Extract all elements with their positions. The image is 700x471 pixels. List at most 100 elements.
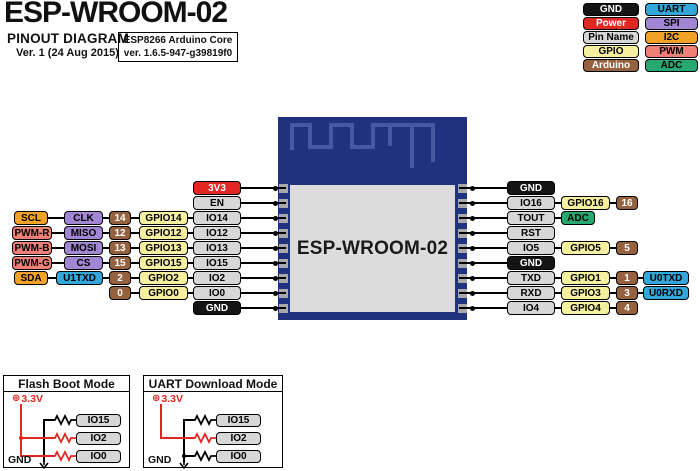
mode-pin-box-io15: IO15: [76, 413, 121, 427]
pin-box-io16: IO16: [507, 196, 555, 210]
pin-box-gnd: GND: [507, 181, 555, 195]
wire-dot: [469, 260, 475, 266]
wire-dot: [272, 245, 278, 251]
page-title: ESP-WROOM-02: [4, 0, 228, 29]
pin-box-gpio14: GPIO14: [139, 211, 188, 225]
wire-dot: [272, 290, 278, 296]
resistor-icon: [51, 414, 77, 426]
pin-box-en: EN: [193, 196, 241, 210]
pin-box-u0rxd: U0RXD: [643, 286, 689, 300]
pin-box-cs: CS: [64, 256, 103, 270]
pin-box-4: 4: [616, 301, 638, 315]
version-label: Ver. 1 (24 Aug 2015): [16, 47, 119, 59]
wire-dot: [469, 290, 475, 296]
pin-box-txd: TXD: [507, 271, 555, 285]
pin-box-clk: CLK: [64, 211, 103, 225]
branch-wire: [183, 455, 194, 457]
pin-box-io13: IO13: [193, 241, 241, 255]
ground-label: GND: [8, 454, 32, 466]
branch-wire: [43, 419, 54, 421]
pin-box-rst: RST: [507, 226, 555, 240]
mode-pin-box-io15: IO15: [216, 413, 261, 427]
pin-box-3v3: 3V3: [193, 181, 241, 195]
wire-dot: [272, 200, 278, 206]
wire-dot: [469, 305, 475, 311]
pin-box-io2: IO2: [193, 271, 241, 285]
wire: [217, 187, 286, 189]
supply-plus-icon: ⊕: [12, 393, 21, 404]
ground-arrow-icon: [179, 459, 189, 470]
core-line-1: ESP8266 Arduino Core: [123, 35, 233, 46]
legend-item-power: Power: [583, 17, 639, 30]
resistor-icon: [51, 450, 77, 462]
wire: [217, 202, 286, 204]
pin-box-12: 12: [109, 226, 131, 240]
legend-item-gnd: GND: [583, 3, 639, 16]
branch-wire: [20, 437, 54, 439]
pin-box-3: 3: [616, 286, 638, 300]
supply-rail: [160, 404, 162, 439]
ground-arrow-icon: [39, 459, 49, 470]
pin-box-sda: SDA: [14, 271, 48, 285]
wire-dot: [469, 230, 475, 236]
wire-dot: [272, 305, 278, 311]
resistor-icon: [191, 432, 217, 444]
diagram-subtitle: PINOUT DIAGRAM: [7, 31, 130, 46]
pin-box-io5: IO5: [507, 241, 555, 255]
pin-box-io15: IO15: [193, 256, 241, 270]
pin-box-scl: SCL: [14, 211, 48, 225]
resistor-icon: [51, 432, 77, 444]
wire: [459, 262, 531, 264]
uart-download-mode-title: UART Download Mode: [144, 376, 282, 392]
wire: [217, 307, 286, 309]
pin-box-gpio4: GPIO4: [561, 301, 610, 315]
arduino-core-box: ESP8266 Arduino Core ver. 1.6.5-947-g398…: [118, 32, 238, 62]
pin-box-pwm-g: PWM-G: [12, 256, 52, 270]
ground-label: GND: [148, 454, 172, 466]
flash-boot-mode-title: Flash Boot Mode: [4, 376, 129, 392]
legend-item-adc: ADC: [645, 59, 698, 72]
pin-box-14: 14: [109, 211, 131, 225]
pin-box-16: 16: [616, 196, 638, 210]
legend-item-spi: SPI: [645, 17, 698, 30]
legend-item-pin: Pin Name: [583, 31, 639, 44]
wire-dot: [469, 215, 475, 221]
pin-box-io0: IO0: [193, 286, 241, 300]
wire-dot: [469, 275, 475, 281]
wire-dot: [469, 245, 475, 251]
wire-dot: [469, 185, 475, 191]
junction-dot: [19, 436, 23, 440]
pin-box-gnd: GND: [507, 256, 555, 270]
pin-box-io4: IO4: [507, 301, 555, 315]
branch-wire: [183, 419, 194, 421]
branch-wire: [20, 455, 54, 457]
chip-label: ESP-WROOM-02: [290, 185, 455, 312]
mode-pin-box-io0: IO0: [76, 449, 121, 463]
antenna-trace: [290, 123, 435, 168]
pin-box-miso: MISO: [64, 226, 103, 240]
pin-box-gpio12: GPIO12: [139, 226, 188, 240]
pin-box-io12: IO12: [193, 226, 241, 240]
pin-box-0: 0: [109, 286, 131, 300]
pin-box-tout: TOUT: [507, 211, 555, 225]
supply-voltage: 3.3V: [21, 393, 43, 405]
pin-box-gpio5: GPIO5: [561, 241, 610, 255]
pin-box-gpio2: GPIO2: [139, 271, 188, 285]
pin-box-5: 5: [616, 241, 638, 255]
chip-module: ESP-WROOM-02: [278, 117, 467, 320]
wire-dot: [272, 260, 278, 266]
supply-voltage: 3.3V: [161, 393, 183, 405]
pin-box-15: 15: [109, 256, 131, 270]
wire-dot: [272, 215, 278, 221]
wire: [459, 187, 531, 189]
resistor-icon: [191, 450, 217, 462]
wire-dot: [469, 200, 475, 206]
pin-box-pwm-r: PWM-R: [12, 226, 52, 240]
supply-label: ⊕3.3V: [152, 393, 183, 405]
pin-box-gpio1: GPIO1: [561, 271, 610, 285]
supply-plus-icon: ⊕: [152, 393, 161, 404]
wire-dot: [272, 275, 278, 281]
